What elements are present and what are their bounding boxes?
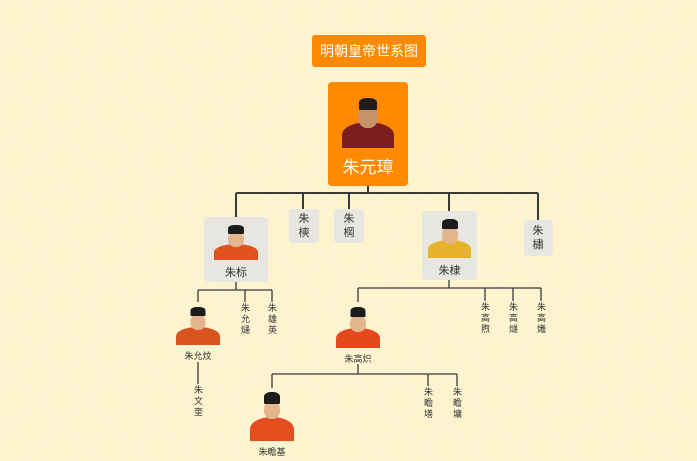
emperor-portrait-icon — [176, 304, 220, 345]
root-connectors — [235, 186, 539, 220]
node-zhu-xiang[interactable]: 朱橚 — [524, 220, 553, 256]
node-zhu-gaoxu[interactable]: 朱高煦 — [480, 303, 490, 335]
node-zhu-wenkui[interactable]: 朱文奎 — [193, 386, 203, 418]
chart-title: 明朝皇帝世系图 — [312, 35, 426, 67]
node-zhu-shuang[interactable]: 朱樉 — [289, 209, 319, 243]
node-zhu-yunwen[interactable]: 朱允炆 — [184, 352, 212, 362]
node-zhu-yuanzhang[interactable]: 朱元璋 — [328, 82, 408, 186]
node-name: 朱樉 — [298, 212, 310, 239]
node-zhu-gaosui[interactable]: 朱高燧 — [508, 303, 518, 335]
node-zhu-gaochi[interactable]: 朱高炽 — [344, 355, 372, 365]
emperor-portrait-icon — [428, 216, 471, 258]
node-name: 朱棡 — [343, 212, 355, 239]
node-zhu-yuntong[interactable]: 朱允熥 — [240, 304, 250, 336]
node-name: 朱标 — [225, 266, 247, 279]
node-zhu-gang[interactable]: 朱棡 — [334, 209, 364, 243]
zhugaochi-connectors — [271, 364, 458, 388]
node-name: 朱元璋 — [342, 158, 394, 178]
node-name: 朱橚 — [532, 224, 544, 251]
node-zhu-di[interactable]: 朱棣 — [422, 211, 477, 280]
emperor-portrait-icon — [342, 94, 394, 148]
emperor-portrait-icon — [250, 389, 294, 441]
emperor-portrait-icon — [336, 304, 380, 348]
emperor-portrait-icon — [214, 222, 258, 260]
zhudi-connectors — [357, 280, 542, 302]
node-name: 朱棣 — [438, 264, 461, 277]
node-zhu-yunying[interactable]: 朱雄英 — [267, 304, 277, 336]
node-zhu-zhanji[interactable]: 朱瞻基 — [258, 448, 286, 458]
node-zhu-biao[interactable]: 朱标 — [204, 217, 268, 282]
node-zhu-gaoxi[interactable]: 朱高爔 — [536, 303, 546, 335]
node-zhu-zhanshan[interactable]: 朱瞻墡 — [423, 388, 433, 420]
zhubiao-connectors — [197, 282, 273, 384]
node-zhu-zhanyong[interactable]: 朱瞻墉 — [452, 388, 462, 420]
